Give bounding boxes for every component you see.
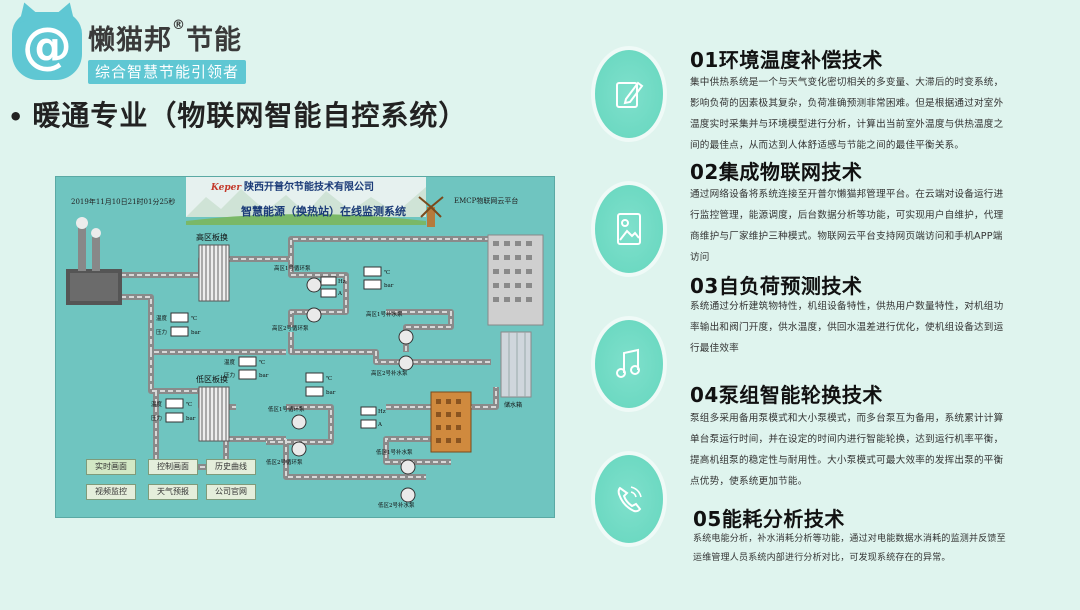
svg-text:高区2号循环泵: 高区2号循环泵 xyxy=(272,324,309,332)
svg-text:压力: 压力 xyxy=(151,414,162,422)
windmill-icon xyxy=(418,196,444,227)
section-body: 通过网络设备将系统连接至开普尔懒猫邦管理平台。在云端对设备运行进行监控管理，能源… xyxy=(690,189,1004,263)
page-title: •暖通专业（物联网智能自控系统） xyxy=(8,99,468,132)
svg-text:Hz: Hz xyxy=(338,279,346,285)
scada-diagram: Keper 陕西开普尔节能技术有限公司 智慧能源（换热站）在线监测系统 EMCP… xyxy=(66,177,544,509)
brand-logo: @ 懒猫邦®节能 综合智慧节能引领者 xyxy=(8,8,258,88)
svg-text:低区1号循环泵: 低区1号循环泵 xyxy=(268,405,305,413)
low-zone-heat-exchanger xyxy=(198,386,230,442)
svg-text:低区1号补水泵: 低区1号补水泵 xyxy=(376,448,413,456)
svg-text:A: A xyxy=(377,422,383,428)
svg-text:Keper: Keper xyxy=(210,183,242,193)
music-circle-badge xyxy=(595,320,663,408)
svg-text:2019年11月10日21时01分25秒: 2019年11月10日21时01分25秒 xyxy=(71,197,175,206)
section-body: 泵组多采用备用泵模式和大小泵模式，而多台泵互为备用，系统累计计算单台泵运行时间，… xyxy=(690,413,1004,487)
svg-text:EMCP物联网云平台: EMCP物联网云平台 xyxy=(454,196,518,205)
section-title: 05能耗分析技术 xyxy=(693,507,845,531)
svg-text:℃: ℃ xyxy=(191,315,197,322)
svg-text:陕西开普尔节能技术有限公司: 陕西开普尔节能技术有限公司 xyxy=(244,180,374,193)
svg-text:低区2号补水泵: 低区2号补水泵 xyxy=(378,501,415,509)
low-rise-building-icon xyxy=(430,391,472,453)
svg-text:℃: ℃ xyxy=(326,375,332,382)
nav-realtime-view[interactable]: 实时画面 xyxy=(86,459,136,475)
phone-icon xyxy=(617,486,642,513)
pump-icon xyxy=(398,355,414,371)
brand-slogan: 综合智慧节能引领者 xyxy=(88,60,246,84)
section-title: 03自负荷预测技术 xyxy=(690,274,863,298)
svg-text:℃: ℃ xyxy=(384,269,390,276)
svg-text:智慧能源（换热站）在线监测系统: 智慧能源（换热站）在线监测系统 xyxy=(241,204,406,218)
pump-icon xyxy=(291,414,307,430)
pencil-circle-badge xyxy=(595,50,663,138)
svg-text:低区板换: 低区板换 xyxy=(196,374,228,384)
nav-history-curve[interactable]: 历史曲线 xyxy=(206,459,256,475)
scada-monitoring-screen: Keper 陕西开普尔节能技术有限公司 智慧能源（换热站）在线监测系统 EMCP… xyxy=(55,176,555,518)
svg-text:bar: bar xyxy=(384,283,394,289)
nav-weather[interactable]: 天气预报 xyxy=(148,484,198,500)
svg-text:高区板换: 高区板换 xyxy=(196,232,228,242)
pump-icon xyxy=(400,487,416,503)
svg-text:bar: bar xyxy=(259,373,269,379)
svg-text:bar: bar xyxy=(326,390,336,396)
svg-text:bar: bar xyxy=(186,416,196,422)
svg-text:高区2号补水泵: 高区2号补水泵 xyxy=(371,369,408,377)
pump-icon xyxy=(398,329,414,345)
high-rise-building-icon xyxy=(487,234,544,326)
svg-text:压力: 压力 xyxy=(224,371,235,379)
boiler-room-icon xyxy=(66,217,122,305)
section-title: 04泵组智能轮换技术 xyxy=(690,383,883,407)
pump-icon xyxy=(306,277,322,293)
svg-text:温度: 温度 xyxy=(224,358,236,366)
svg-text:高区1号补水泵: 高区1号补水泵 xyxy=(366,310,403,318)
pump-icon xyxy=(306,307,322,323)
phone-circle-badge xyxy=(595,455,663,543)
svg-text:℃: ℃ xyxy=(186,401,192,408)
image-icon xyxy=(617,213,641,245)
high-zone-heat-exchanger xyxy=(198,244,230,302)
svg-text:℃: ℃ xyxy=(259,359,265,366)
nav-video-monitor[interactable]: 视频监控 xyxy=(86,484,136,500)
svg-text:压力: 压力 xyxy=(156,328,167,336)
section-title: 02集成物联网技术 xyxy=(690,160,863,184)
svg-text:储水箱: 储水箱 xyxy=(504,401,522,409)
svg-text:bar: bar xyxy=(191,330,201,336)
svg-text:低区2号循环泵: 低区2号循环泵 xyxy=(266,458,303,466)
section-body: 集中供热系统是一个与天气变化密切相关的多变量、大滞后的时变系统，影响负荷的因素极… xyxy=(690,77,1004,151)
section-title: 01环境温度补偿技术 xyxy=(690,48,883,72)
pump-icon xyxy=(400,459,416,475)
svg-text:高区1号循环泵: 高区1号循环泵 xyxy=(274,264,311,272)
svg-text:温度: 温度 xyxy=(156,314,168,322)
water-tank-icon xyxy=(500,331,532,398)
svg-text:温度: 温度 xyxy=(151,400,163,408)
brand-name: 懒猫邦®节能 xyxy=(88,18,242,56)
pump-icon xyxy=(291,441,307,457)
nav-control-view[interactable]: 控制画面 xyxy=(148,459,198,475)
svg-text:Hz: Hz xyxy=(378,409,386,415)
section-body: 系统电能分析，补水消耗分析等功能，通过对电能数据水消耗的监测并反馈至运维管理人员… xyxy=(693,534,1006,563)
pencil-icon xyxy=(616,81,644,108)
image-circle-badge xyxy=(595,185,663,273)
nav-company-site[interactable]: 公司官网 xyxy=(206,484,256,500)
cat-logo-icon: @ xyxy=(12,12,82,80)
svg-text:A: A xyxy=(337,291,343,297)
music-note-icon xyxy=(616,348,640,378)
section-body: 系统通过分析建筑物特性，机组设备特性，供热用户数量特性，对机组功率输出和阀门开度… xyxy=(690,301,1004,354)
